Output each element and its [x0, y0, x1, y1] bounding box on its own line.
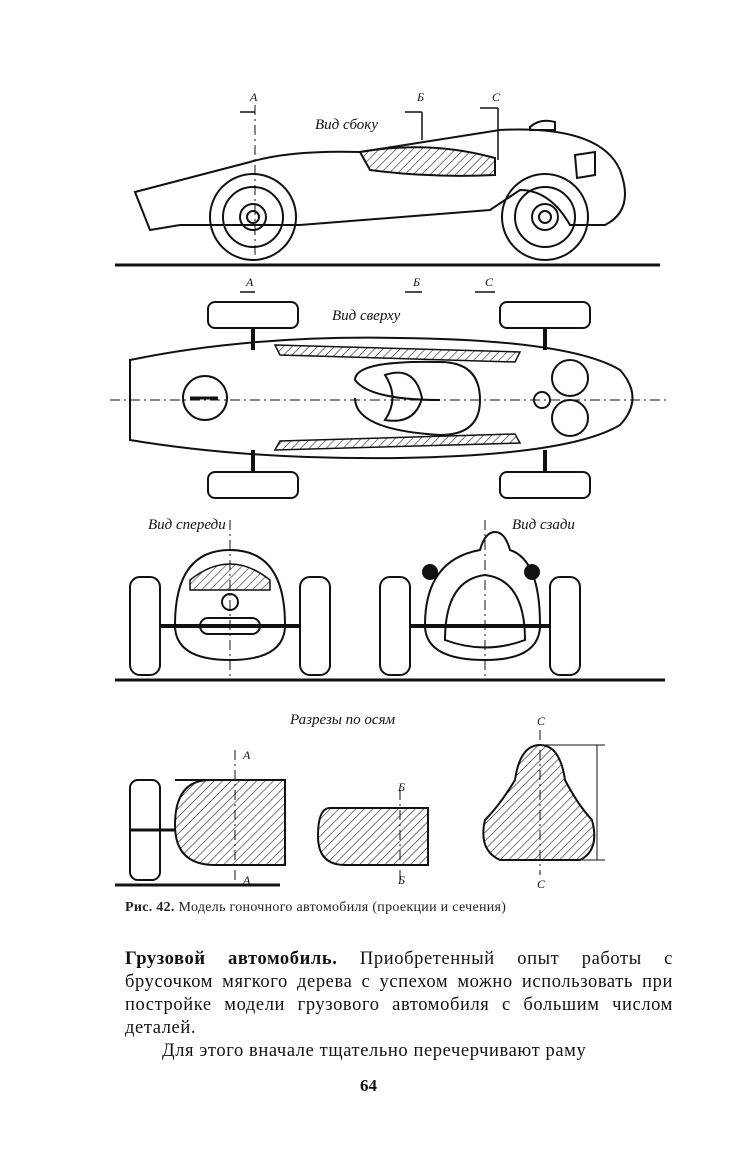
- drawing-svg: [110, 105, 670, 887]
- axis-c-top: С: [492, 90, 501, 104]
- paragraph-1-text: Приобретенный опыт работы с брусочком мя…: [125, 949, 673, 1038]
- label-front-view: Вид спереди: [148, 517, 226, 533]
- section-c-bottom: С: [537, 877, 546, 891]
- section-b-top: Б: [398, 780, 406, 794]
- section-a-bottom: А: [243, 873, 251, 887]
- axis-b-bottom: Б: [413, 275, 421, 289]
- sections: [115, 730, 605, 887]
- top-view: [110, 301, 670, 499]
- caption-label: Рис. 42.: [125, 900, 175, 915]
- section-heading: Грузовой автомобиль.: [125, 949, 338, 969]
- label-rear-view: Вид сзади: [512, 517, 575, 533]
- label-sections: Разрезы по осям: [290, 712, 396, 728]
- paragraph-1: Грузовой автомобиль. Приобретенный опыт …: [125, 948, 673, 1040]
- axis-a-bottom: А: [246, 275, 254, 289]
- paragraph-2: Для этого вначале тщательно перечерчиваю…: [162, 1041, 587, 1061]
- figure-caption: Рис. 42. Модель гоночного автомобиля (пр…: [125, 900, 685, 916]
- axis-b-top: Б: [417, 90, 425, 104]
- section-b-bottom: Б: [398, 873, 406, 887]
- front-rear-views: [115, 520, 665, 682]
- race-car-drawing: Вид сбоку Вид сверху Вид спереди Вид сза…: [100, 80, 680, 900]
- side-view: [115, 105, 660, 293]
- label-top-view: Вид сверху: [332, 308, 401, 324]
- section-c-top: С: [537, 714, 546, 728]
- body-text: Грузовой автомобиль. Приобретенный опыт …: [125, 948, 673, 1063]
- label-side-view: Вид сбоку: [315, 117, 378, 133]
- caption-text: Модель гоночного автомобиля (проекции и …: [178, 900, 507, 915]
- section-a-top: А: [243, 748, 251, 762]
- axis-c-bottom: С: [485, 275, 494, 289]
- page-number: 64: [360, 1076, 377, 1095]
- axis-a-top: А: [250, 90, 258, 104]
